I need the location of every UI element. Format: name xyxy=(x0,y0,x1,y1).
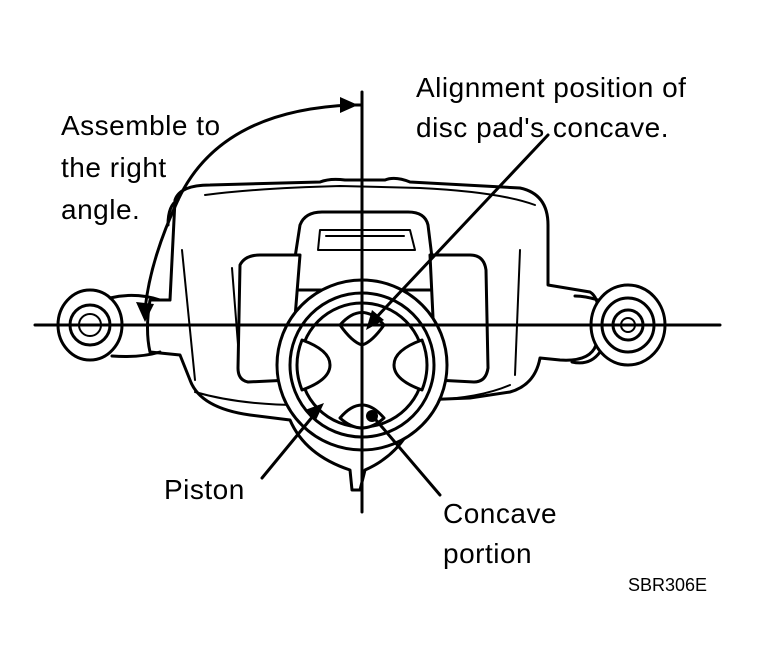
assemble-label-line2: the right xyxy=(61,152,167,183)
piston-leader xyxy=(260,408,320,480)
assemble-label-line1: Assemble to xyxy=(61,110,221,141)
arc-arrowhead-top xyxy=(340,97,358,113)
alignment-label-line1: Alignment position of xyxy=(416,72,687,103)
figure-code: SBR306E xyxy=(628,575,708,595)
concave-leader xyxy=(374,418,442,497)
body-contour-left xyxy=(181,249,196,381)
body-contour-right xyxy=(514,249,521,376)
concave-label-line2: portion xyxy=(443,538,533,569)
piston-label: Piston xyxy=(164,474,245,505)
body-contour-top xyxy=(204,185,536,206)
concave-dot xyxy=(366,410,378,422)
concave-label-line1: Concave xyxy=(443,498,558,529)
concave-right xyxy=(392,338,429,392)
piston-arrowhead xyxy=(305,403,324,420)
alignment-label-line2: disc pad's concave. xyxy=(416,112,669,143)
arc-arrowhead-bottom xyxy=(136,302,154,322)
right-angle-arc xyxy=(143,103,354,312)
alignment-arrowhead xyxy=(366,310,384,330)
assemble-label-line3: angle. xyxy=(61,194,141,225)
boss-slot xyxy=(317,229,416,251)
alignment-leader xyxy=(370,133,550,324)
concave-left xyxy=(295,338,332,392)
